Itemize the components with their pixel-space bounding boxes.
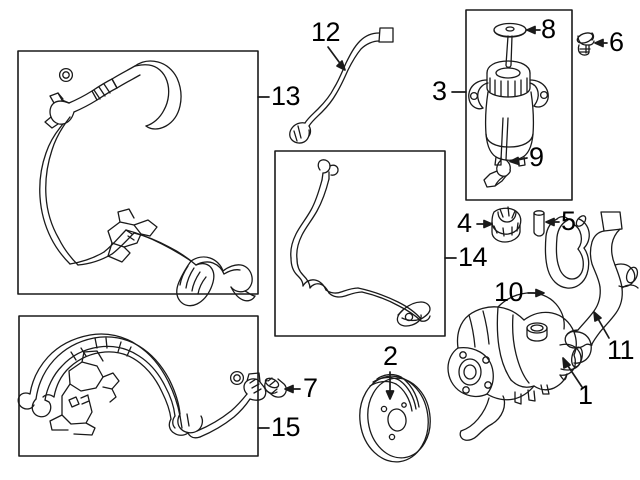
part-14-return-pipe-assembly bbox=[290, 159, 431, 327]
callout-label-5[interactable]: 5 bbox=[561, 206, 576, 236]
part-15-pressure-hose-bracket bbox=[17, 333, 267, 439]
group-boxes bbox=[17, 9, 573, 457]
group-leaders bbox=[257, 25, 610, 429]
part-10-return-hose bbox=[544, 215, 590, 289]
part-7-hose-bracket-bolt bbox=[264, 377, 287, 398]
part-4-reservoir-grommet bbox=[491, 206, 522, 243]
callout-label-4[interactable]: 4 bbox=[457, 208, 472, 238]
arrowhead-9 bbox=[509, 156, 520, 166]
arrowhead-11 bbox=[593, 311, 602, 322]
part-5-reservoir-sleeve bbox=[533, 210, 545, 237]
callout-label-8[interactable]: 8 bbox=[541, 14, 556, 44]
box-14-return-pipe bbox=[274, 150, 446, 337]
arrowhead-4 bbox=[483, 219, 493, 229]
part-6-mounting-bolt bbox=[576, 32, 595, 56]
part-2-pump-pulley bbox=[359, 373, 431, 463]
callout-label-6[interactable]: 6 bbox=[609, 27, 624, 57]
part-3-fluid-reservoir bbox=[468, 22, 549, 188]
callout-label-15[interactable]: 15 bbox=[271, 412, 301, 442]
callout-label-11[interactable]: 11 bbox=[607, 335, 635, 365]
arrowhead-1 bbox=[562, 357, 571, 369]
box-13-pressure-hose bbox=[17, 50, 259, 295]
callout-label-7[interactable]: 7 bbox=[303, 373, 318, 403]
callout-label-9[interactable]: 9 bbox=[529, 142, 544, 172]
callout-label-12[interactable]: 12 bbox=[311, 17, 341, 47]
part-1-power-steering-pump bbox=[447, 292, 592, 441]
arrowhead-7 bbox=[284, 384, 294, 394]
arrowhead-8 bbox=[526, 25, 536, 35]
box-3-reservoir bbox=[465, 9, 573, 201]
arrowhead-6 bbox=[594, 38, 604, 48]
callout-label-2[interactable]: 2 bbox=[383, 341, 398, 371]
leader-11 bbox=[596, 316, 610, 339]
arrowhead-10 bbox=[535, 288, 545, 298]
arrowhead-2 bbox=[385, 390, 395, 400]
leader-1 bbox=[565, 362, 583, 388]
box-15-hose-bracket bbox=[18, 315, 259, 457]
callout-label-1[interactable]: 1 bbox=[578, 380, 593, 410]
callout-label-10[interactable]: 10 bbox=[494, 277, 524, 307]
callout-label-3[interactable]: 3 bbox=[432, 76, 447, 106]
arrowhead-12 bbox=[336, 60, 346, 71]
callout-label-14[interactable]: 14 bbox=[458, 242, 488, 272]
part-13-pressure-hose-assembly bbox=[39, 60, 256, 307]
callout-label-13[interactable]: 13 bbox=[271, 81, 301, 111]
part-12-cooler-line bbox=[289, 27, 394, 144]
arrowhead-5 bbox=[545, 217, 555, 227]
